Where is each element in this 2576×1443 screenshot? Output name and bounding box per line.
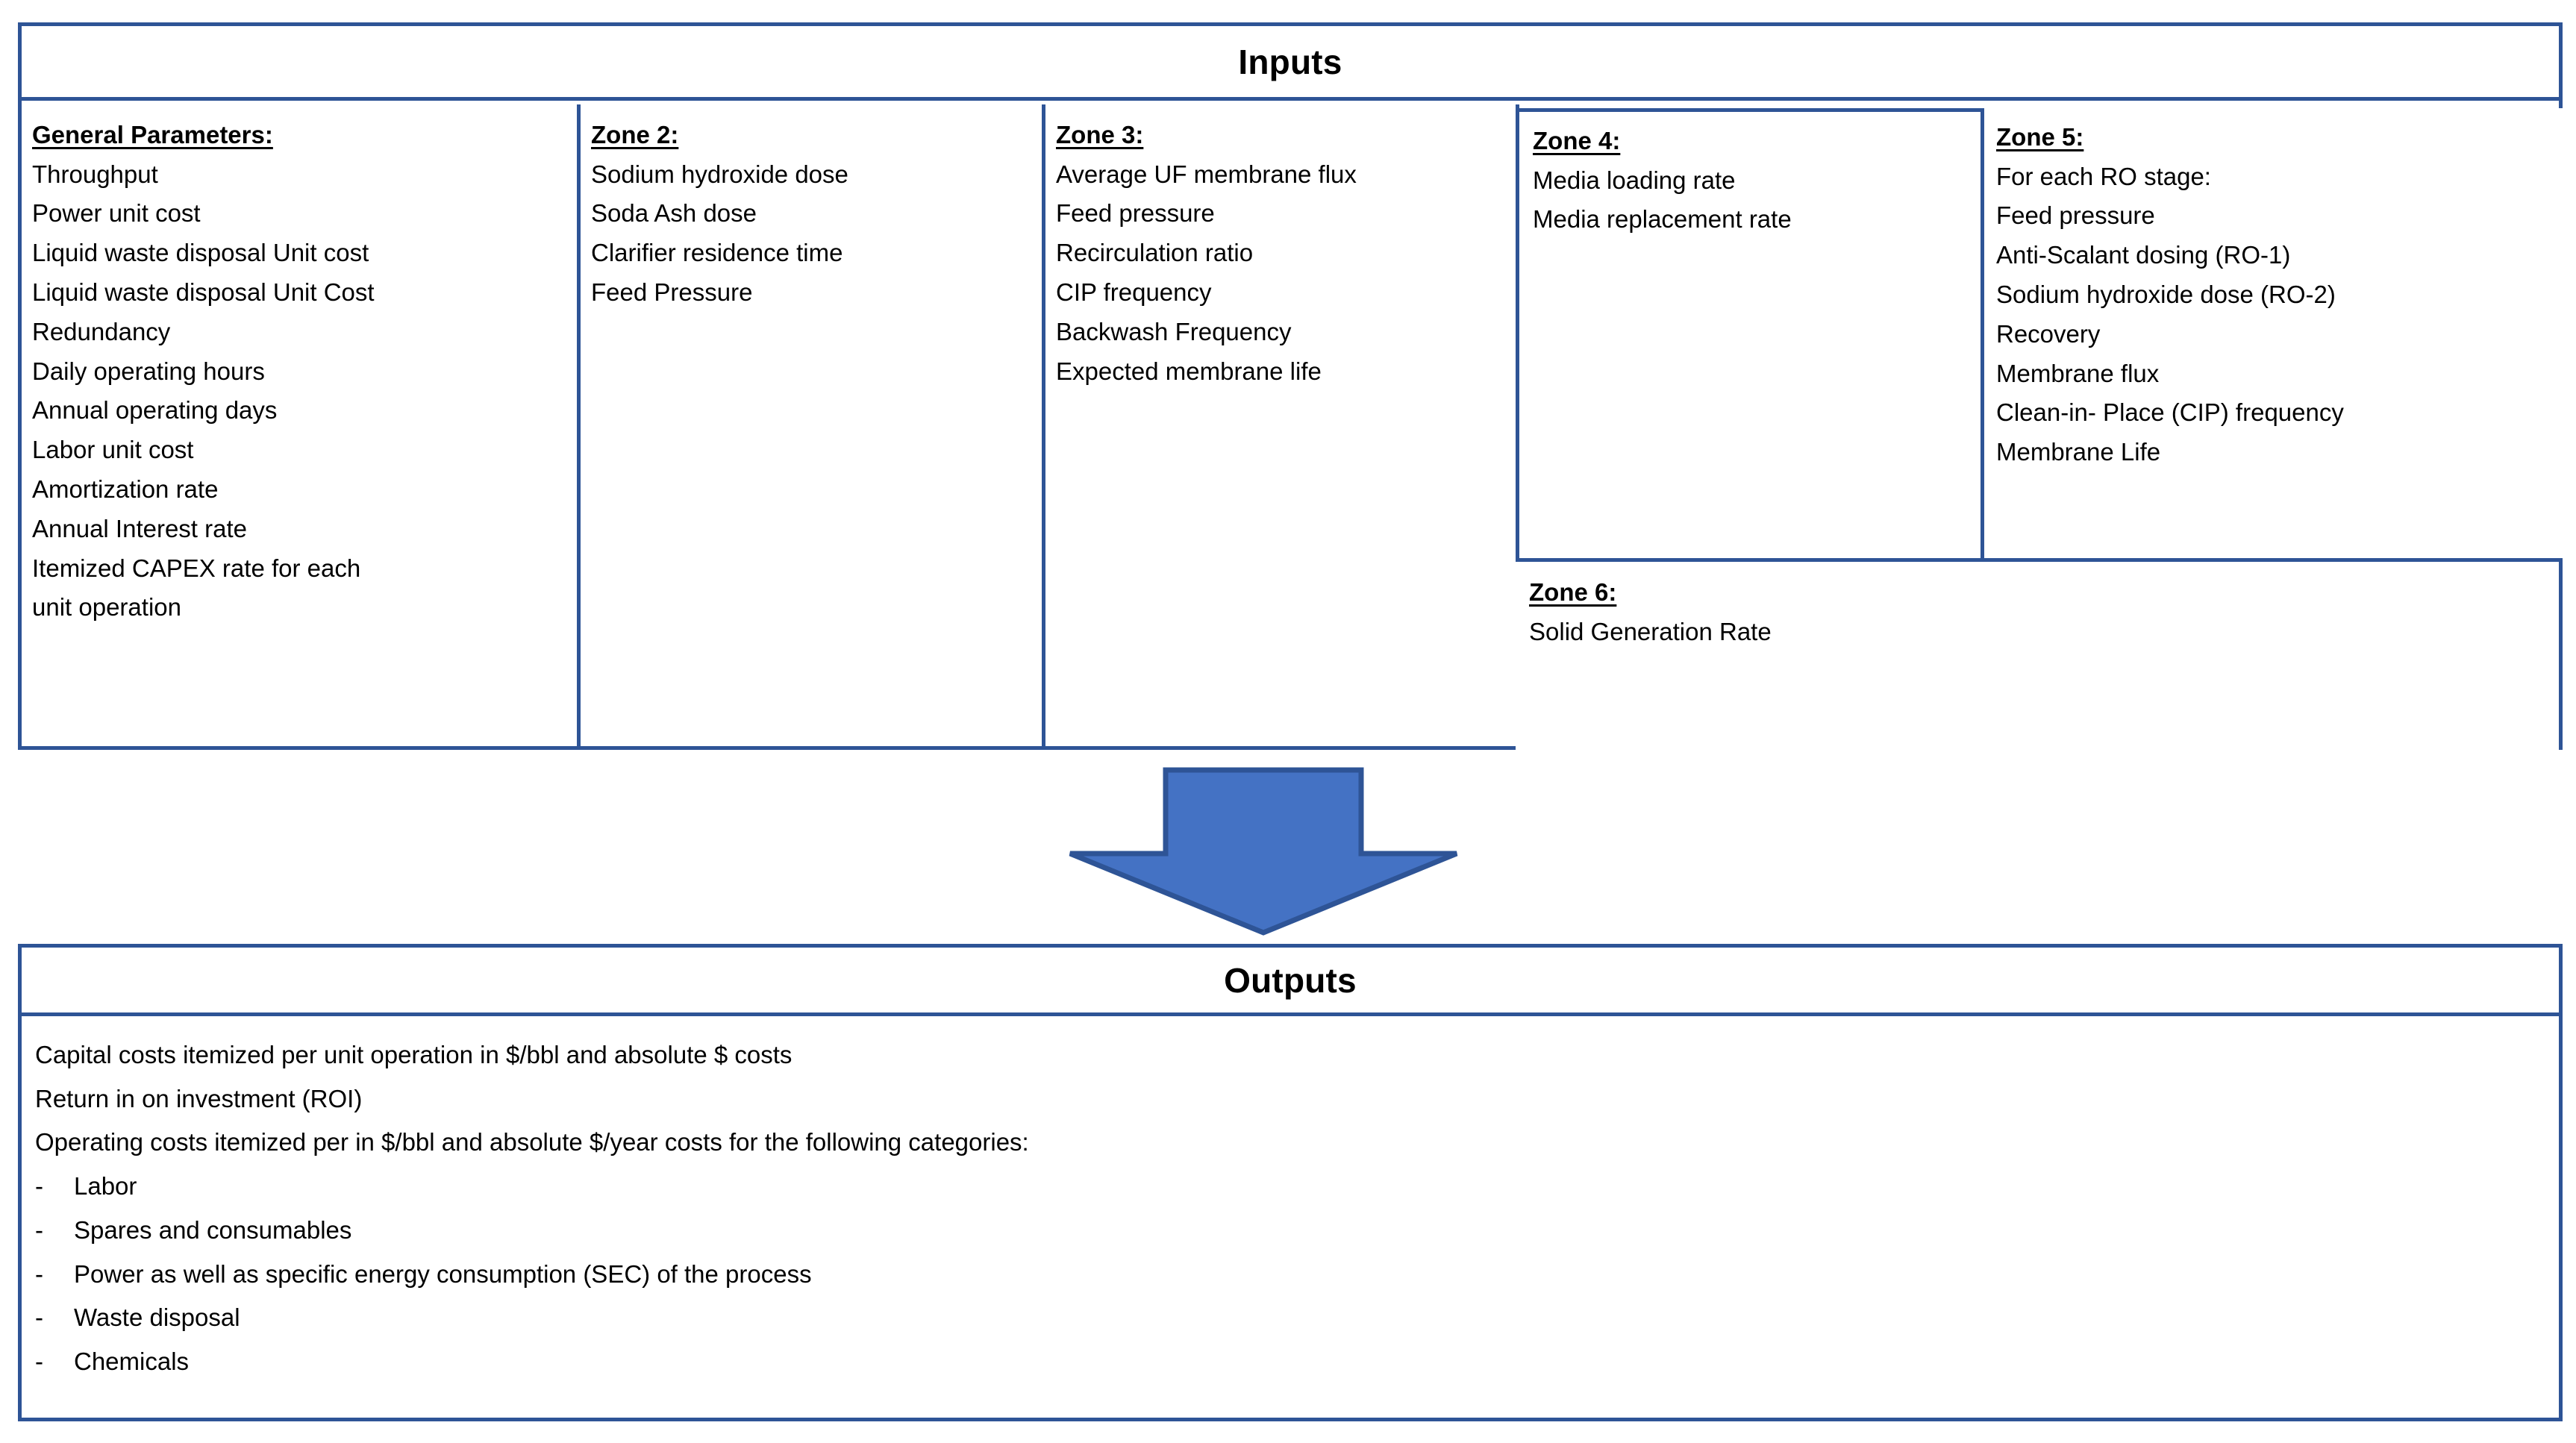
outputs-header: Outputs xyxy=(22,948,2559,1016)
inputs-body: General Parameters: Throughput Power uni… xyxy=(22,104,2563,750)
output-line: Return in on investment (ROI) xyxy=(35,1084,363,1112)
list-item: Backwash Frequency xyxy=(1056,317,1292,345)
bullet-marker: - xyxy=(35,1215,43,1244)
column-zone-2: Zone 2: Sodium hydroxide dose Soda Ash d… xyxy=(581,104,1042,313)
list-item: Liquid waste disposal Unit Cost xyxy=(32,278,375,306)
list-item: Sodium hydroxide dose (RO-2) xyxy=(1996,280,2336,308)
output-bullet-item: - Waste disposal xyxy=(35,1296,2559,1340)
output-bullet-item: - Labor xyxy=(35,1165,2559,1209)
list-item: Feed Pressure xyxy=(591,278,753,306)
list-item: Annual Interest rate xyxy=(32,514,248,542)
list-item: Clarifier residence time xyxy=(591,239,843,267)
inputs-panel: Inputs General Parameters: Throughput Po… xyxy=(18,22,2563,750)
output-bullet-item: - Power as well as specific energy consu… xyxy=(35,1253,2559,1297)
output-bullet-item: - Spares and consumables xyxy=(35,1209,2559,1253)
bullet-label: Waste disposal xyxy=(74,1303,240,1332)
output-bullet-item: - Chemicals xyxy=(35,1340,2559,1384)
bullet-marker: - xyxy=(35,1259,43,1288)
list-item: Solid Generation Rate xyxy=(1529,617,1772,645)
list-item: Feed pressure xyxy=(1056,199,1215,228)
inputs-title: Inputs xyxy=(1238,42,1342,81)
bullet-marker: - xyxy=(35,1303,43,1332)
output-line: Capital costs itemized per unit operatio… xyxy=(35,1041,793,1068)
column-divider-2 xyxy=(1042,104,1045,750)
column-divider-1 xyxy=(577,104,581,750)
list-item: Itemized CAPEX rate for each xyxy=(32,554,361,582)
list-item: Labor unit cost xyxy=(32,436,194,464)
list-item: Membrane flux xyxy=(1996,359,2160,387)
list-item: Annual operating days xyxy=(32,396,278,425)
list-item: Average UF membrane flux xyxy=(1056,160,1357,188)
column-zone-3: Zone 3: Average UF membrane flux Feed pr… xyxy=(1045,104,1516,391)
column-title-zone-6: Zone 6: xyxy=(1529,578,1617,606)
inputs-header: Inputs xyxy=(22,26,2559,101)
list-item: Soda Ash dose xyxy=(591,199,757,228)
list-item: Recirculation ratio xyxy=(1056,239,1254,267)
list-item: Media replacement rate xyxy=(1533,205,1792,234)
list-item: Amortization rate xyxy=(32,475,219,503)
column-title-zone-2: Zone 2: xyxy=(591,121,679,148)
outputs-panel: Outputs Capital costs itemized per unit … xyxy=(18,944,2563,1421)
column-zone-5: Zone 5: For each RO stage: Feed pressure… xyxy=(1984,108,2563,562)
list-item: Anti-Scalant dosing (RO-1) xyxy=(1996,241,2291,269)
bullet-label: Power as well as specific energy consump… xyxy=(74,1259,812,1288)
outputs-body: Capital costs itemized per unit operatio… xyxy=(22,1020,2559,1418)
list-item: CIP frequency xyxy=(1056,278,1212,306)
bullet-label: Chemicals xyxy=(74,1347,190,1376)
column-title-zone-5: Zone 5: xyxy=(1996,123,2084,151)
list-item: Liquid waste disposal Unit cost xyxy=(32,239,369,267)
bullet-marker: - xyxy=(35,1347,43,1376)
list-item: For each RO stage: xyxy=(1996,162,2211,190)
bullet-label: Spares and consumables xyxy=(74,1215,352,1244)
list-item: Recovery xyxy=(1996,319,2101,348)
list-item: Expected membrane life xyxy=(1056,357,1322,385)
column-zone-4: Zone 4: Media loading rate Media replace… xyxy=(1516,108,1984,562)
column-general-parameters: General Parameters: Throughput Power uni… xyxy=(22,104,577,627)
list-item: Membrane Life xyxy=(1996,438,2161,466)
list-item: Feed pressure xyxy=(1996,201,2155,230)
column-title-zone-3: Zone 3: xyxy=(1056,121,1144,148)
arrow-down-icon xyxy=(1066,767,1461,936)
list-item: Clean-in- Place (CIP) frequency xyxy=(1996,398,2344,427)
outputs-title: Outputs xyxy=(1224,960,1357,1000)
list-item: unit operation xyxy=(32,593,181,622)
list-item: Power unit cost xyxy=(32,199,201,228)
list-item: Daily operating hours xyxy=(32,357,265,385)
list-item: Redundancy xyxy=(32,317,171,345)
column-zone-6: Zone 6: Solid Generation Rate xyxy=(1516,562,2559,750)
output-line: Operating costs itemized per in $/bbl an… xyxy=(35,1128,1029,1156)
list-item: Media loading rate xyxy=(1533,166,1736,194)
list-item: Sodium hydroxide dose xyxy=(591,160,848,188)
column-title-zone-4: Zone 4: xyxy=(1533,127,1621,154)
column-title-general-parameters: General Parameters: xyxy=(32,121,273,148)
bullet-marker: - xyxy=(35,1172,43,1201)
list-item: Throughput xyxy=(32,160,158,188)
bullet-label: Labor xyxy=(74,1172,137,1201)
